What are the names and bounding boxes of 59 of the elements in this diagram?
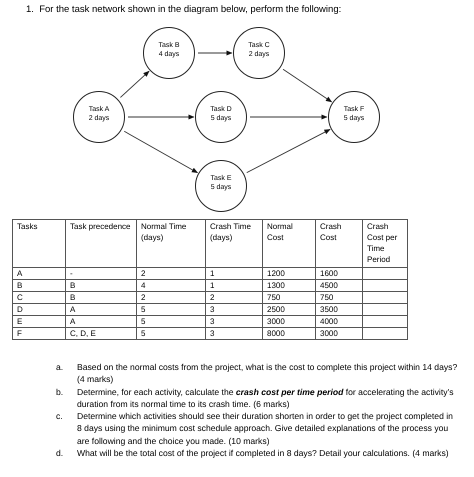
table-cell: C: [12, 292, 66, 304]
table-cell: A: [66, 316, 136, 328]
table-cell: 8000: [262, 328, 316, 340]
question-text: What will be the total cost of the project if completed in 8 days? Detail your calculations. (4 marks): [77, 447, 449, 460]
arrow: [198, 50, 233, 56]
table-cell: 3: [206, 328, 262, 340]
question-text: Determine, for each activity, calculate the crash cost per time period for accelerating the activity’s duration from its normal time to its crash time. (6 marks): [77, 386, 455, 410]
table-cell: B: [66, 280, 136, 292]
table-header: Crash Time (days): [206, 220, 262, 268]
question-text: Based on the normal costs from the project, what is the cost to complete this project within 14 days? (4 marks): [77, 361, 458, 386]
table-cell: 4000: [316, 316, 362, 328]
arrow: [282, 68, 332, 102]
item-marker: a.: [56, 361, 64, 374]
table-cell: 2500: [262, 304, 316, 316]
table-cell: 4500: [316, 280, 362, 292]
table-cell: A: [66, 304, 136, 316]
table-cell: 1200: [262, 268, 316, 280]
table-cell: 1: [206, 268, 262, 280]
table-header: Normal Cost: [262, 220, 316, 268]
table-cell: 1600: [316, 268, 362, 280]
arrow: [250, 114, 328, 120]
table-header: Normal Time (days): [136, 220, 206, 268]
table-cell: 3000: [316, 328, 362, 340]
table-header: Crash Cost per Time Period: [362, 220, 408, 268]
table-cell: 5: [136, 304, 206, 316]
table-cell: B: [66, 292, 136, 304]
arrow: [128, 114, 195, 120]
table-cell: F: [12, 328, 66, 340]
table-cell: 3: [206, 304, 262, 316]
table-cell: D: [12, 304, 66, 316]
question-text: Determine which activities should see their duration shorten in order to get the project completed in 8 days using the minimum cost schedule approach. Give detailed explanations of the process you are following and the choice you made. (10 marks): [77, 410, 454, 448]
table-cell: 750: [262, 292, 316, 304]
arrow: [124, 130, 198, 174]
table-cell: 750: [316, 292, 362, 304]
table-cell: 1300: [262, 280, 316, 292]
item-marker: c.: [56, 410, 64, 424]
item-marker: b.: [56, 386, 64, 399]
table-cell: 3: [206, 316, 262, 328]
table-cell: 5: [136, 316, 206, 328]
table-cell: B: [12, 280, 66, 292]
table-cell: 3000: [262, 316, 316, 328]
arrow: [246, 128, 331, 174]
table-cell: 1: [206, 280, 262, 292]
table-cell: -: [66, 268, 136, 280]
table-cell: 2: [136, 268, 206, 280]
table-header: Crash Cost: [316, 220, 362, 268]
question-heading: 1. For the task network shown in the diagram below, perform the following:: [26, 3, 342, 17]
item-marker: d.: [56, 447, 64, 460]
table-cell: 2: [136, 292, 206, 304]
table-cell: E: [12, 316, 66, 328]
arrow: [120, 70, 150, 98]
table-cell: A: [12, 268, 66, 280]
table-cell: 2: [206, 292, 262, 304]
table-header: Task precedence: [66, 220, 136, 268]
table-cell: C, D, E: [66, 328, 136, 340]
table-header: Tasks: [12, 220, 66, 268]
table-cell: 4: [136, 280, 206, 292]
table-cell: 5: [136, 328, 206, 340]
table-cell: 3500: [316, 304, 362, 316]
